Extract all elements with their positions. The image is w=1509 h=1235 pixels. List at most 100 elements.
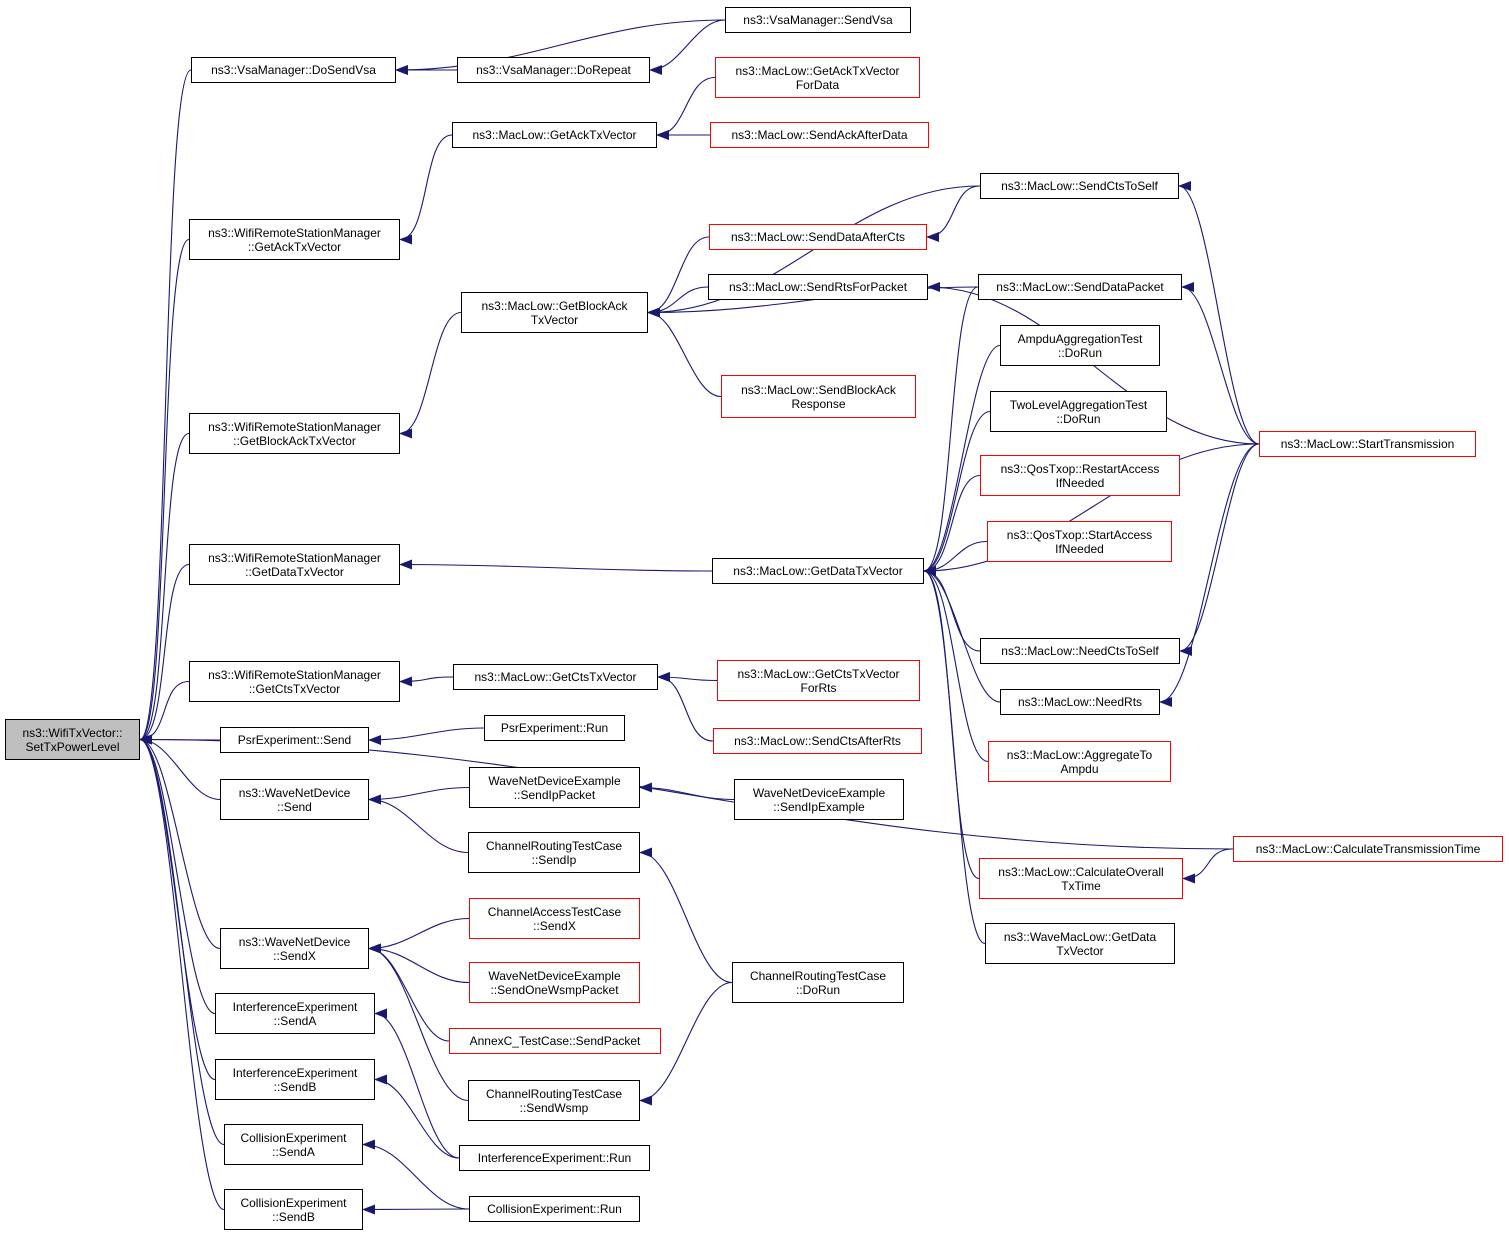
node-maclow-senddataaftercts[interactable]: ns3::MacLow::SendDataAfterCts [709, 224, 927, 250]
node-vsamanager-dosendvsa[interactable]: ns3::VsaManager::DoSendVsa [191, 57, 396, 83]
edge-ml_sendctsafterrts-to-ml_getctstxvector [657, 672, 714, 742]
node-wavenetdevice-send[interactable]: ns3::WaveNetDevice ::Send [220, 779, 369, 820]
node-channelroutingtestcase-sendwsmp[interactable]: ChannelRoutingTestCase ::SendWsmp [468, 1080, 640, 1121]
edge-ml_needrts-to-ml_getdatatxvector [923, 566, 1001, 703]
node-maclow-calculateoveralltxtime[interactable]: ns3::MacLow::CalculateOverall TxTime [979, 858, 1183, 899]
edge-wrsm_getblockacktxvector-to-root [139, 432, 190, 745]
edge-wml_getdatatxvector-to-ml_getdatatxvector [923, 566, 986, 945]
node-wifitxvector-settxpowerlevel: ns3::WifiTxVector:: SetTxPowerLevel [5, 719, 140, 760]
edge-vsa_dosendvsa-to-root [139, 69, 192, 745]
node-channelroutingtestcase-dorun[interactable]: ChannelRoutingTestCase ::DoRun [732, 962, 904, 1003]
node-ampduaggregationtest-dorun[interactable]: AmpduAggregationTest ::DoRun [1000, 325, 1160, 366]
edge-ie_senda-to-root [139, 734, 216, 1015]
edge-ml_starttransmission-to-ml_sendctstoself [1178, 181, 1260, 445]
edge-ml_sendrtsforpacket-to-ml_getblockacktxvector [647, 286, 709, 318]
node-maclow-sendackafterdata[interactable]: ns3::MacLow::SendAckAfterData [710, 122, 929, 148]
edge-ml_aggregatetoampdu-to-ml_getdatatxvector [923, 566, 989, 763]
edge-vsa_sendvsa-to-vsa_dorepeat [649, 19, 726, 75]
edge-ml_calculatetransmissiontime-to-ml_calculateoveralltxtime [1182, 848, 1234, 884]
edge-crtc_dorun-to-crtc_sendwsmp [639, 981, 733, 1106]
node-interferenceexperiment-run[interactable]: InterferenceExperiment::Run [459, 1145, 650, 1171]
node-collisionexperiment-sendb[interactable]: CollisionExperiment ::SendB [224, 1189, 363, 1230]
node-maclow-sendctsafterrts[interactable]: ns3::MacLow::SendCtsAfterRts [713, 728, 922, 754]
node-vsamanager-dorepeat[interactable]: ns3::VsaManager::DoRepeat [457, 57, 650, 83]
edge-ml_sendctstoself-to-ml_senddataaftercts [926, 185, 981, 242]
edge-ml_getctstxvector-to-wrsm_getctstxvector [399, 676, 454, 687]
edge-qos_restartaccess-to-ml_getdatatxvector [923, 474, 981, 576]
node-wavenetdevice-sendx[interactable]: ns3::WaveNetDevice ::SendX [220, 928, 369, 969]
edge-psr_send-to-root [139, 734, 221, 745]
edge-wnd_sendx-to-root [139, 734, 221, 950]
edge-ie_run-to-ie_senda [374, 1008, 460, 1159]
node-channelaccesstestcase-sendx[interactable]: ChannelAccessTestCase ::SendX [469, 898, 640, 939]
node-wrsm-getctstxvector[interactable]: ns3::WifiRemoteStationManager ::GetCtsTx… [189, 661, 400, 702]
edge-ampdu_dorun-to-ml_getdatatxvector [923, 344, 1001, 576]
node-interferenceexperiment-senda[interactable]: InterferenceExperiment ::SendA [215, 993, 375, 1034]
edge-crtc_sendwsmp-to-wnd_sendx [368, 943, 469, 1102]
node-vsamanager-sendvsa[interactable]: ns3::VsaManager::SendVsa [725, 7, 911, 33]
node-psrexperiment-send[interactable]: PsrExperiment::Send [220, 727, 369, 753]
node-wavemaclow-getdatatxvector[interactable]: ns3::WaveMacLow::GetData TxVector [985, 923, 1175, 964]
node-wrsm-getdatatxvector[interactable]: ns3::WifiRemoteStationManager ::GetDataT… [189, 544, 400, 585]
node-maclow-getctstxvector[interactable]: ns3::MacLow::GetCtsTxVector [453, 664, 658, 690]
edge-twolevel_dorun-to-ml_getdatatxvector [923, 410, 991, 576]
node-maclow-calculatetransmissiontime[interactable]: ns3::MacLow::CalculateTransmissionTime [1233, 836, 1503, 862]
node-collisionexperiment-senda[interactable]: CollisionExperiment ::SendA [224, 1124, 363, 1165]
node-maclow-sendrtsforpacket[interactable]: ns3::MacLow::SendRtsForPacket [708, 274, 928, 300]
node-wrsm-getacktxvector[interactable]: ns3::WifiRemoteStationManager ::GetAckTx… [189, 219, 400, 260]
edge-ml_sendblockackresponse-to-ml_getblockacktxvector [647, 307, 722, 398]
node-wavenetdeviceexample-sendonewsmppacket[interactable]: WaveNetDeviceExample ::SendOneWsmpPacket [469, 962, 640, 1003]
edge-wnde_sendonewsmppacket-to-wnd_sendx [368, 943, 470, 984]
edge-ml_getdatatxvector-to-wrsm_getdatatxvector [399, 559, 713, 572]
edge-ml_senddataaftercts-to-ml_getblockacktxvector [647, 236, 710, 318]
edge-ml_getacktxvector-to-wrsm_getacktxvector [399, 134, 453, 245]
edge-ml_starttransmission-to-ml_senddatapacket [1181, 282, 1260, 445]
edge-ce_sendb-to-root [139, 734, 225, 1211]
node-maclow-getacktxvectorfordata[interactable]: ns3::MacLow::GetAckTxVector ForData [715, 57, 920, 98]
node-qostxop-startaccessifneeded[interactable]: ns3::QosTxop::StartAccess IfNeeded [987, 521, 1172, 562]
edge-wnde_sendippacket-to-wnd_send [368, 786, 470, 805]
node-maclow-sendctstoself[interactable]: ns3::MacLow::SendCtsToSelf [980, 173, 1179, 199]
node-maclow-sendblockackresponse[interactable]: ns3::MacLow::SendBlockAck Response [721, 375, 916, 418]
node-annexc-testcase-sendpacket[interactable]: AnnexC_TestCase::SendPacket [449, 1028, 661, 1054]
node-wrsm-getblockacktxvector[interactable]: ns3::WifiRemoteStationManager ::GetBlock… [189, 413, 400, 454]
node-psrexperiment-run[interactable]: PsrExperiment::Run [484, 715, 625, 741]
edge-wnde_sendipexample-to-wnde_sendippacket [639, 782, 735, 801]
edge-wrsm_getacktxvector-to-root [139, 238, 190, 745]
edge-wnd_send-to-root [139, 734, 221, 801]
edge-ml_getblockacktxvector-to-wrsm_getblockacktxvector [399, 311, 462, 439]
edge-catc_sendx-to-wnd_sendx [368, 917, 470, 954]
node-qostxop-restartaccessifneeded[interactable]: ns3::QosTxop::RestartAccess IfNeeded [980, 455, 1180, 496]
node-maclow-aggregatetoampdu[interactable]: ns3::MacLow::AggregateTo Ampdu [988, 741, 1171, 782]
node-maclow-needrts[interactable]: ns3::MacLow::NeedRts [1000, 689, 1160, 715]
edge-psr_run-to-psr_send [368, 727, 485, 745]
node-maclow-needctstoself[interactable]: ns3::MacLow::NeedCtsToSelf [980, 638, 1180, 664]
edge-ie_run-to-ie_sendb [374, 1074, 460, 1159]
edge-wrsm_getdatatxvector-to-root [139, 563, 190, 745]
edge-ml_starttransmission-to-ml_needrts [1159, 443, 1260, 707]
edge-ml_starttransmission-to-ml_getdatatxvector [923, 443, 1260, 576]
node-twolevelaggregationtest-dorun[interactable]: TwoLevelAggregationTest ::DoRun [990, 391, 1167, 432]
edge-ce_run-to-ce_senda [362, 1139, 470, 1210]
edge-crtc_sendip-to-wnd_send [368, 794, 469, 854]
node-maclow-getacktxvector[interactable]: ns3::MacLow::GetAckTxVector [452, 122, 657, 148]
node-channelroutingtestcase-sendip[interactable]: ChannelRoutingTestCase ::SendIp [468, 832, 640, 873]
edge-crtc_dorun-to-crtc_sendip [639, 847, 733, 984]
node-maclow-getblockacktxvector[interactable]: ns3::MacLow::GetBlockAck TxVector [461, 292, 648, 333]
edge-ml_starttransmission-to-ml_needctstoself [1179, 443, 1260, 656]
node-maclow-senddatapacket[interactable]: ns3::MacLow::SendDataPacket [978, 274, 1182, 300]
edge-vsa_sendvsa-to-vsa_dosendvsa [395, 19, 726, 75]
node-wavenetdeviceexample-sendipexample[interactable]: WaveNetDeviceExample ::SendIpExample [734, 779, 904, 820]
edge-ce_senda-to-root [139, 734, 225, 1146]
node-maclow-starttransmission[interactable]: ns3::MacLow::StartTransmission [1259, 431, 1476, 457]
node-maclow-getctstxvectorforrts[interactable]: ns3::MacLow::GetCtsTxVector ForRts [717, 660, 920, 701]
node-collisionexperiment-run[interactable]: CollisionExperiment::Run [469, 1196, 640, 1222]
node-wavenetdeviceexample-sendippacket[interactable]: WaveNetDeviceExample ::SendIpPacket [469, 767, 640, 808]
node-interferenceexperiment-sendb[interactable]: InterferenceExperiment ::SendB [215, 1059, 375, 1100]
edge-ml_getacktxvectorfordata-to-ml_getacktxvector [656, 76, 716, 140]
edge-annexc_sendpacket-to-wnd_sendx [368, 943, 450, 1042]
edge-ce_run-to-ce_sendb [362, 1204, 470, 1215]
node-maclow-getdatatxvector[interactable]: ns3::MacLow::GetDataTxVector [712, 558, 924, 584]
